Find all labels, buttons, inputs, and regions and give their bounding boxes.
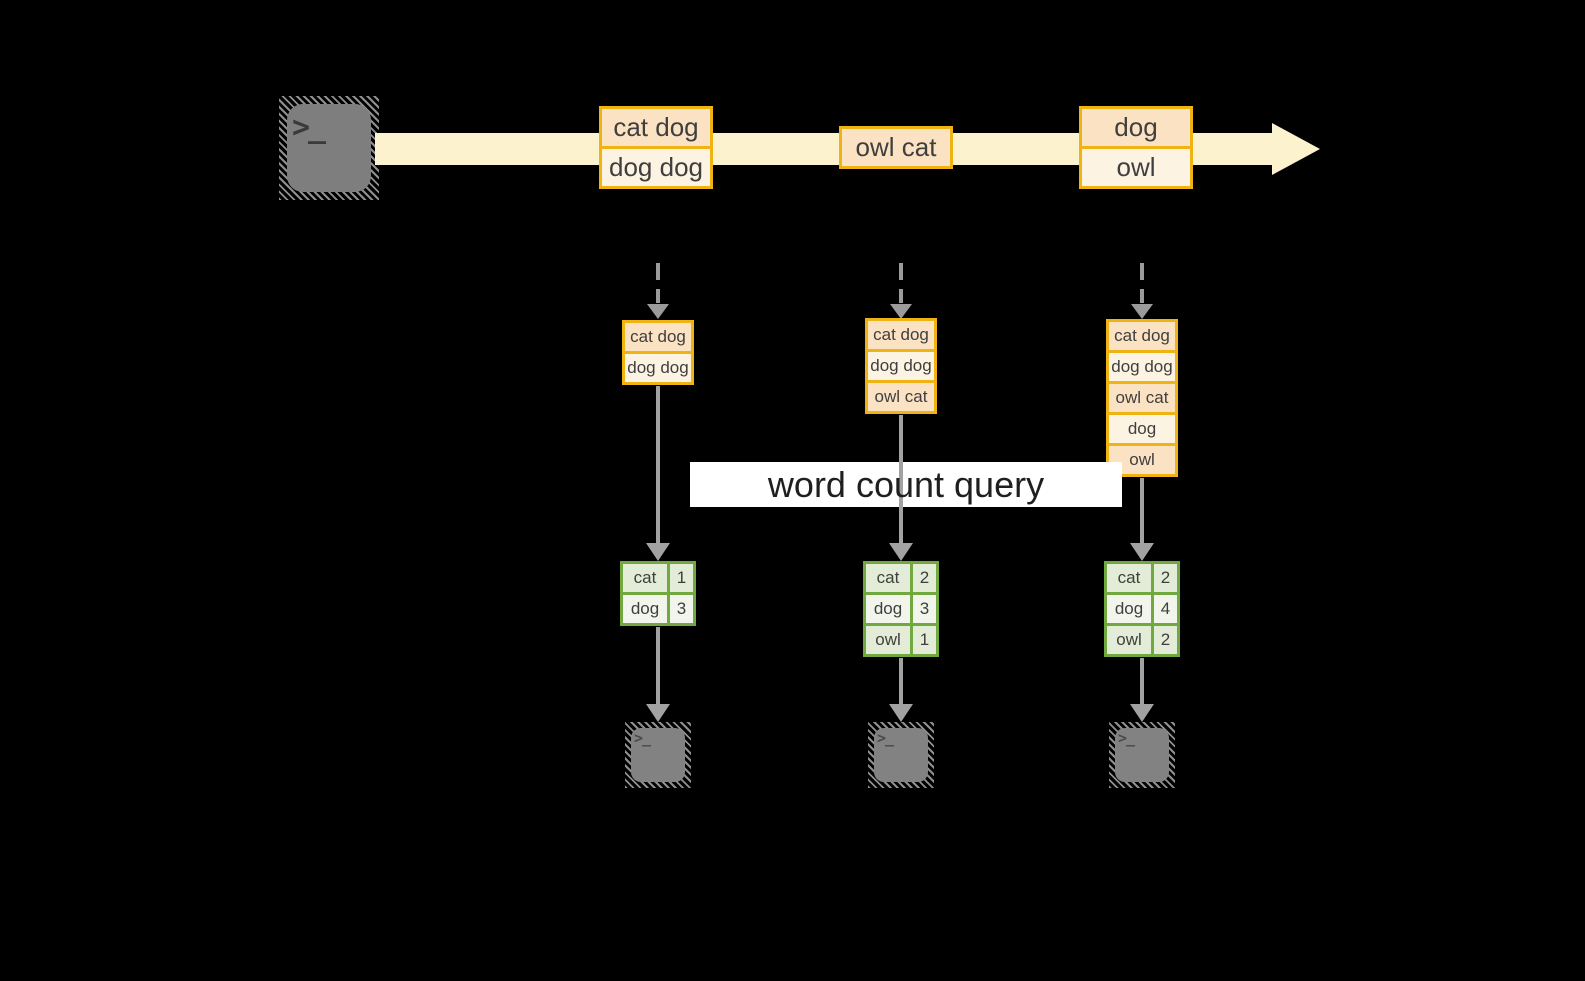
arrow-head-icon — [889, 704, 913, 722]
arrow-shaft — [899, 415, 903, 545]
terminal-body — [631, 728, 685, 782]
count-cell: 4 — [1154, 595, 1177, 623]
query-arrow-1 — [646, 386, 670, 561]
batch-line: dog dog — [602, 149, 710, 186]
arrow-head-icon — [1130, 704, 1154, 722]
query-arrow-3 — [1130, 478, 1154, 561]
buffer-line: owl cat — [868, 383, 934, 411]
word-count-table-2: cat 2 dog 3 owl 1 — [863, 561, 939, 657]
count-cell: 3 — [913, 595, 936, 623]
buffer-line: dog — [1109, 415, 1175, 443]
word-cell: cat — [1107, 564, 1151, 592]
arrow-shaft — [656, 263, 660, 303]
buffer-line: cat dog — [868, 321, 934, 349]
count-cell: 1 — [670, 564, 693, 592]
source-terminal-icon: >_ — [279, 96, 379, 200]
buffer-stack-3: cat dog dog dog owl cat dog owl — [1106, 319, 1178, 477]
arrow-head-icon — [647, 304, 669, 319]
buffer-stack-2: cat dog dog dog owl cat — [865, 318, 937, 414]
word-cell: dog — [866, 595, 910, 623]
word-cell: cat — [623, 564, 667, 592]
word-count-table-3: cat 2 dog 4 owl 2 — [1104, 561, 1180, 657]
arrow-head-icon — [1130, 543, 1154, 561]
buffer-line: dog dog — [625, 354, 691, 382]
terminal-prompt-icon: >_ — [1118, 729, 1135, 747]
query-arrow-2 — [889, 415, 913, 561]
terminal-body — [1115, 728, 1169, 782]
terminal-prompt-icon: >_ — [292, 110, 326, 145]
arrow-shaft — [656, 386, 660, 545]
count-cell: 1 — [913, 626, 936, 654]
word-cell: dog — [1107, 595, 1151, 623]
stream-batch-2: owl cat — [839, 126, 953, 169]
output-terminal-icon-2: >_ — [868, 722, 934, 788]
buffer-line: dog dog — [868, 352, 934, 380]
stream-timeline-arrowhead-icon — [1272, 123, 1320, 175]
word-cell: owl — [1107, 626, 1151, 654]
stream-batch-1: cat dog dog dog — [599, 106, 713, 189]
stream-batch-3: dog owl — [1079, 106, 1193, 189]
terminal-body — [287, 104, 371, 192]
arrow-head-icon — [646, 543, 670, 561]
arrow-shaft — [899, 658, 903, 706]
arrow-head-icon — [646, 704, 670, 722]
output-arrow-3 — [1130, 658, 1154, 722]
ingest-arrow-1 — [647, 263, 669, 319]
arrow-shaft — [656, 627, 660, 706]
buffer-line: owl cat — [1109, 384, 1175, 412]
count-cell: 2 — [913, 564, 936, 592]
batch-line: owl — [1082, 149, 1190, 186]
arrow-head-icon — [890, 304, 912, 319]
output-arrow-2 — [889, 658, 913, 722]
buffer-line: cat dog — [1109, 322, 1175, 350]
query-banner-background — [690, 462, 1122, 507]
buffer-line: cat dog — [625, 323, 691, 351]
query-banner-label: word count query — [767, 463, 1045, 505]
arrow-shaft — [1140, 658, 1144, 706]
terminal-body — [874, 728, 928, 782]
buffer-line: dog dog — [1109, 353, 1175, 381]
batch-line: cat dog — [602, 109, 710, 146]
arrow-shaft — [1140, 478, 1144, 545]
count-cell: 3 — [670, 595, 693, 623]
arrow-shaft — [899, 263, 903, 303]
word-cell: dog — [623, 595, 667, 623]
arrow-shaft — [1140, 263, 1144, 303]
output-terminal-icon-3: >_ — [1109, 722, 1175, 788]
ingest-arrow-2 — [890, 263, 912, 319]
terminal-prompt-icon: >_ — [877, 729, 894, 747]
word-count-table-1: cat 1 dog 3 — [620, 561, 696, 626]
buffer-stack-1: cat dog dog dog — [622, 320, 694, 385]
batch-line: owl cat — [842, 129, 950, 166]
word-cell: owl — [866, 626, 910, 654]
batch-line: dog — [1082, 109, 1190, 146]
count-cell: 2 — [1154, 564, 1177, 592]
terminal-prompt-icon: >_ — [634, 729, 651, 747]
ingest-arrow-3 — [1131, 263, 1153, 319]
word-cell: cat — [866, 564, 910, 592]
arrow-head-icon — [889, 543, 913, 561]
count-cell: 2 — [1154, 626, 1177, 654]
output-arrow-1 — [646, 627, 670, 722]
output-terminal-icon-1: >_ — [625, 722, 691, 788]
arrow-head-icon — [1131, 304, 1153, 319]
